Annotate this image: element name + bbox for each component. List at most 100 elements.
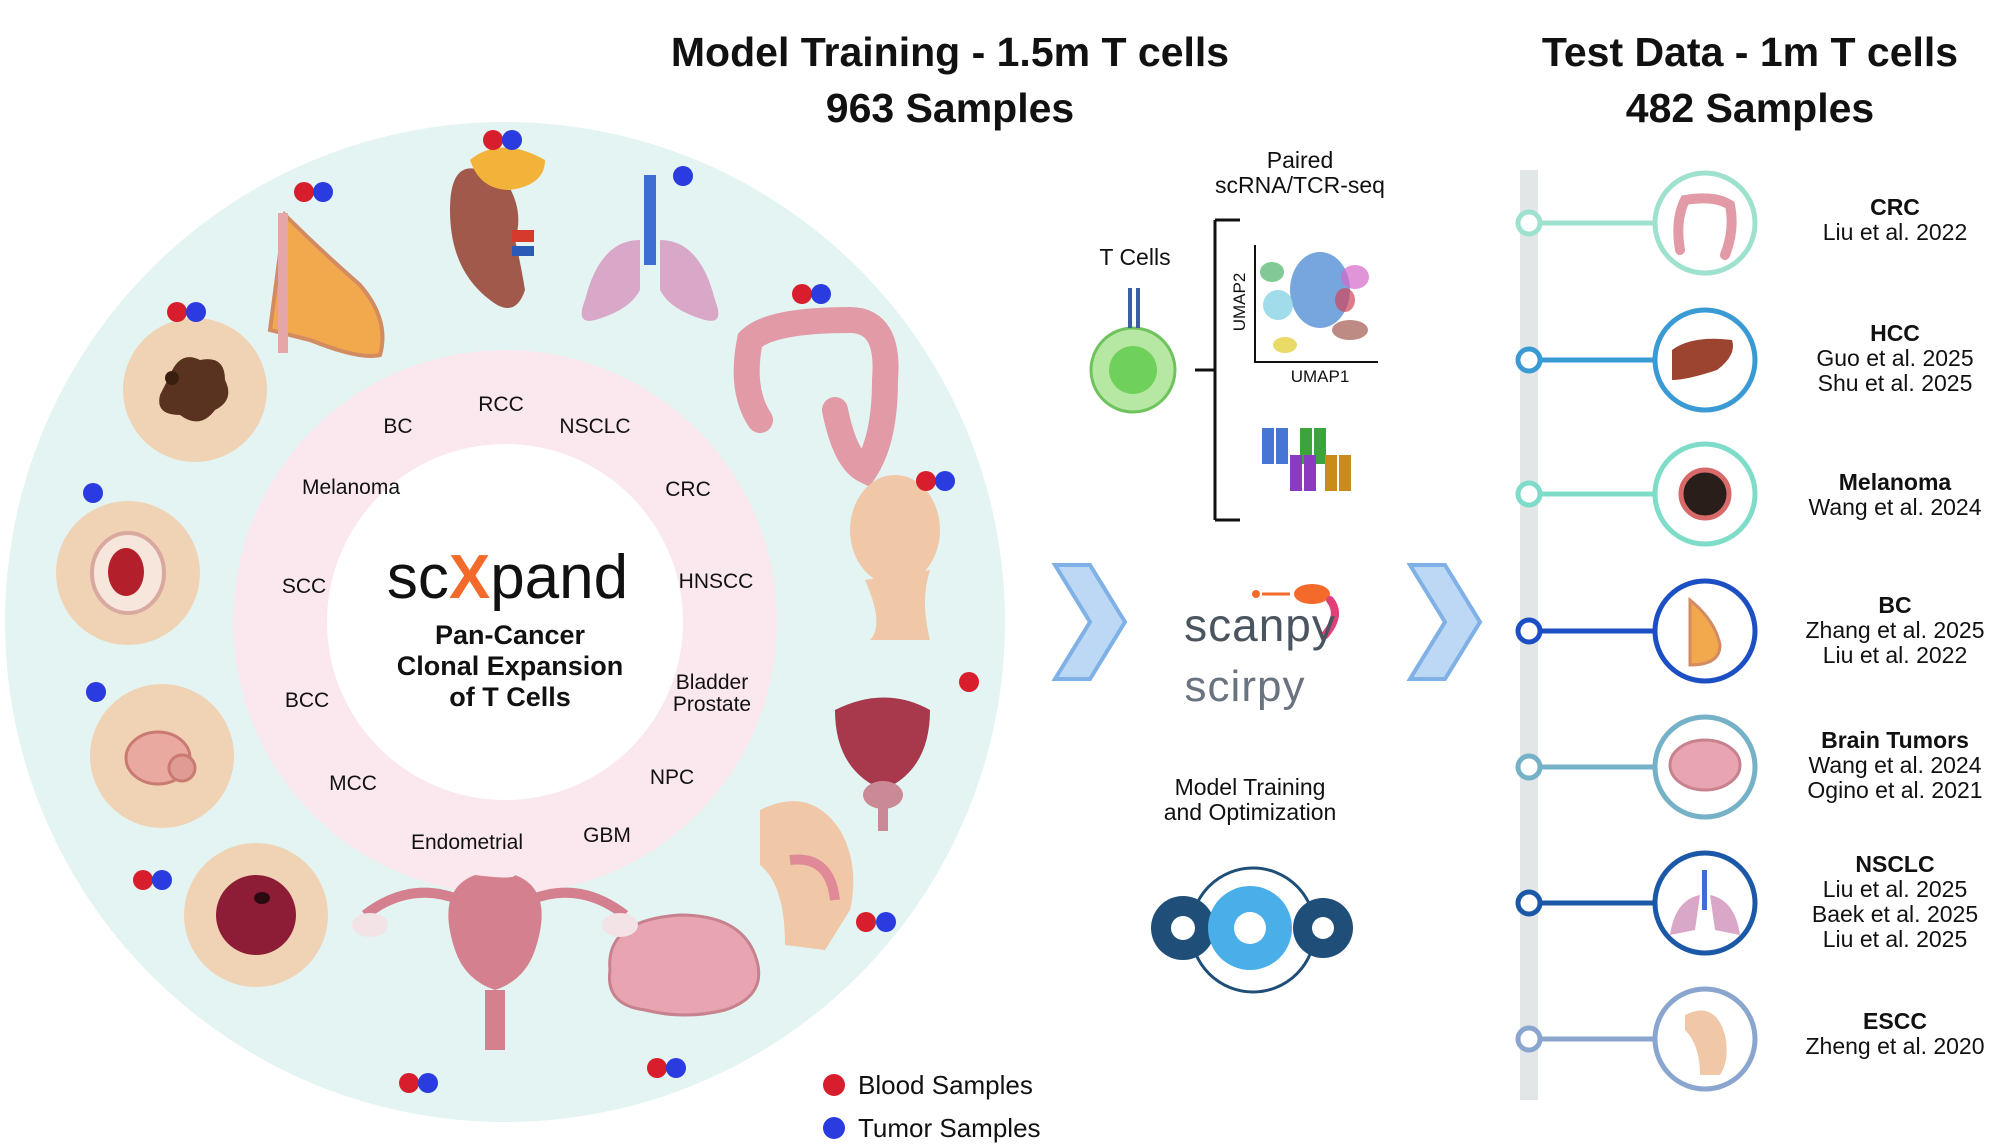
- test-set-title: Brain Tumors: [1821, 727, 1969, 753]
- test-set-ref: Ogino et al. 2021: [1807, 777, 1983, 803]
- tcr-clonotypes-icon: [1262, 428, 1351, 491]
- breast-icon: [267, 210, 385, 358]
- head-neck-icon: [850, 475, 940, 640]
- test-set-bc: BC Zhang et al. 2025 Liu et al. 2022: [1785, 593, 2001, 668]
- ring-label-endometrial: Endometrial: [410, 831, 524, 854]
- umap-axes: [1254, 245, 1378, 363]
- legend-tumor-dot: [823, 1117, 845, 1139]
- brain-icon: [607, 913, 761, 1017]
- test-set-ref: Wang et al. 2024: [1808, 494, 1982, 520]
- test-set-title: ESCC: [1863, 1008, 1927, 1034]
- nasopharynx-icon: [760, 801, 854, 950]
- colon-icon: [733, 306, 899, 487]
- scc-skin-icon: [56, 501, 200, 645]
- ring-label-bcc: BCC: [284, 689, 330, 712]
- t-cells-label: T Cells: [1099, 244, 1171, 270]
- timeline-branches: [1515, 170, 1758, 1092]
- subtitle-line3: of T Cells: [449, 682, 571, 712]
- subtitle-line1: Pan-Cancer: [434, 620, 586, 650]
- melanoma-skin-icon: [123, 318, 267, 462]
- tl-colon-icon: [1673, 193, 1737, 260]
- kidney-icon: [450, 147, 545, 308]
- tl-brain-icon: [1668, 738, 1742, 792]
- scanpy-label: scanpy: [1184, 599, 1336, 651]
- test-set-ref: Baek et al. 2025: [1811, 901, 1979, 927]
- center-subtitle: Pan-Cancer Clonal Expansion of T Cells: [375, 620, 645, 713]
- training-title: Model Training - 1.5m T cells 963 Sample…: [620, 24, 1280, 136]
- umap1-label: UMAP1: [1290, 367, 1350, 386]
- bcc-skin-icon: [90, 684, 234, 828]
- logo-prefix: sc: [386, 543, 449, 612]
- test-set-crc: CRC Liu et al. 2022: [1785, 195, 2001, 245]
- legend-blood-label: Blood Samples: [858, 1070, 1033, 1100]
- tl-breast-icon: [1688, 596, 1722, 667]
- test-set-ref: Liu et al. 2022: [1822, 219, 1968, 245]
- ring-label-npc: NPC: [649, 766, 695, 789]
- tl-liver-icon: [1672, 338, 1733, 380]
- tl-melanoma-icon: [1678, 467, 1732, 521]
- umap-clusters: [1260, 252, 1369, 353]
- test-set-brain: Brain Tumors Wang et al. 2024 Ogino et a…: [1785, 728, 2001, 803]
- paired-label: Paired scRNA/TCR-seq: [1180, 148, 1420, 198]
- ring-label-crc: CRC: [665, 478, 711, 501]
- test-set-nsclc: NSCLC Liu et al. 2025 Baek et al. 2025 L…: [1785, 852, 2001, 952]
- ring-label-gbm: GBM: [583, 824, 631, 847]
- test-set-ref: Guo et al. 2025: [1816, 345, 1974, 371]
- test-set-title: CRC: [1870, 194, 1920, 220]
- t-cell-icon: [1089, 288, 1177, 414]
- test-set-escc: ESCC Zheng et al. 2020: [1785, 1009, 2001, 1059]
- ring-label-rcc: RCC: [478, 393, 524, 416]
- training-title-line2: 963 Samples: [825, 85, 1075, 131]
- tl-lung-icon: [1670, 870, 1740, 935]
- ring-label-bc: BC: [383, 415, 413, 438]
- uterus-icon: [352, 875, 638, 1050]
- lung-icon: [581, 175, 719, 321]
- paired-line1: Paired: [1266, 147, 1334, 173]
- arrow-to-workflow: [1051, 563, 1128, 681]
- legend-tumor-label: Tumor Samples: [858, 1113, 1041, 1143]
- test-title: Test Data - 1m T cells 482 Samples: [1500, 24, 2000, 136]
- ring-label-melanoma: Melanoma: [301, 476, 401, 499]
- ring-label-hnscc: HNSCC: [678, 570, 754, 593]
- test-set-ref: Wang et al. 2024: [1808, 752, 1982, 778]
- test-set-ref: Shu et al. 2025: [1817, 370, 1973, 396]
- test-set-ref: Zhang et al. 2025: [1805, 617, 1985, 643]
- test-set-title: Melanoma: [1838, 469, 1952, 495]
- sample-dots: [83, 130, 979, 1093]
- test-set-title: HCC: [1870, 320, 1920, 346]
- legend-blood-dot: [823, 1074, 845, 1096]
- umap2-label: UMAP2: [1230, 272, 1249, 332]
- center-disc: [327, 444, 683, 800]
- bladder-prostate-icon: [835, 697, 930, 831]
- scirpy-label: scirpy: [1184, 662, 1306, 711]
- scanpy-glyph: [1252, 584, 1339, 639]
- scxpand-logo: scXpand: [385, 545, 630, 611]
- ring-label-prostate: Prostate: [672, 693, 752, 716]
- model-line1: Model Training: [1174, 774, 1326, 800]
- test-title-line1: Test Data - 1m T cells: [1541, 29, 1959, 75]
- paired-line2: scRNA/TCR-seq: [1215, 172, 1385, 198]
- test-set-ref: Liu et al. 2022: [1822, 642, 1968, 668]
- subtitle-line2: Clonal Expansion: [396, 651, 624, 681]
- model-training-label: Model Training and Optimization: [1130, 775, 1370, 825]
- mcc-skin-icon: [184, 843, 328, 987]
- ring-label-bladder: Bladder: [675, 671, 749, 694]
- test-set-ref: Liu et al. 2025: [1822, 876, 1968, 902]
- model-line2: and Optimization: [1163, 799, 1337, 825]
- ring-label-mcc: MCC: [329, 772, 377, 795]
- test-set-title: NSCLC: [1855, 851, 1935, 877]
- test-set-title: BC: [1878, 592, 1912, 618]
- test-set-melanoma: Melanoma Wang et al. 2024: [1785, 470, 2001, 520]
- ring-label-scc: SCC: [281, 575, 327, 598]
- test-set-hcc: HCC Guo et al. 2025 Shu et al. 2025: [1785, 321, 2001, 396]
- ring-label-nsclc: NSCLC: [559, 415, 631, 438]
- tl-esophagus-icon: [1685, 1010, 1727, 1075]
- test-set-ref: Liu et al. 2025: [1822, 926, 1968, 952]
- test-title-line2: 482 Samples: [1625, 85, 1875, 131]
- arrow-to-test: [1406, 563, 1483, 681]
- logo-suffix: pand: [490, 543, 629, 612]
- logo-x: X: [448, 543, 491, 612]
- bracket: [1195, 218, 1240, 522]
